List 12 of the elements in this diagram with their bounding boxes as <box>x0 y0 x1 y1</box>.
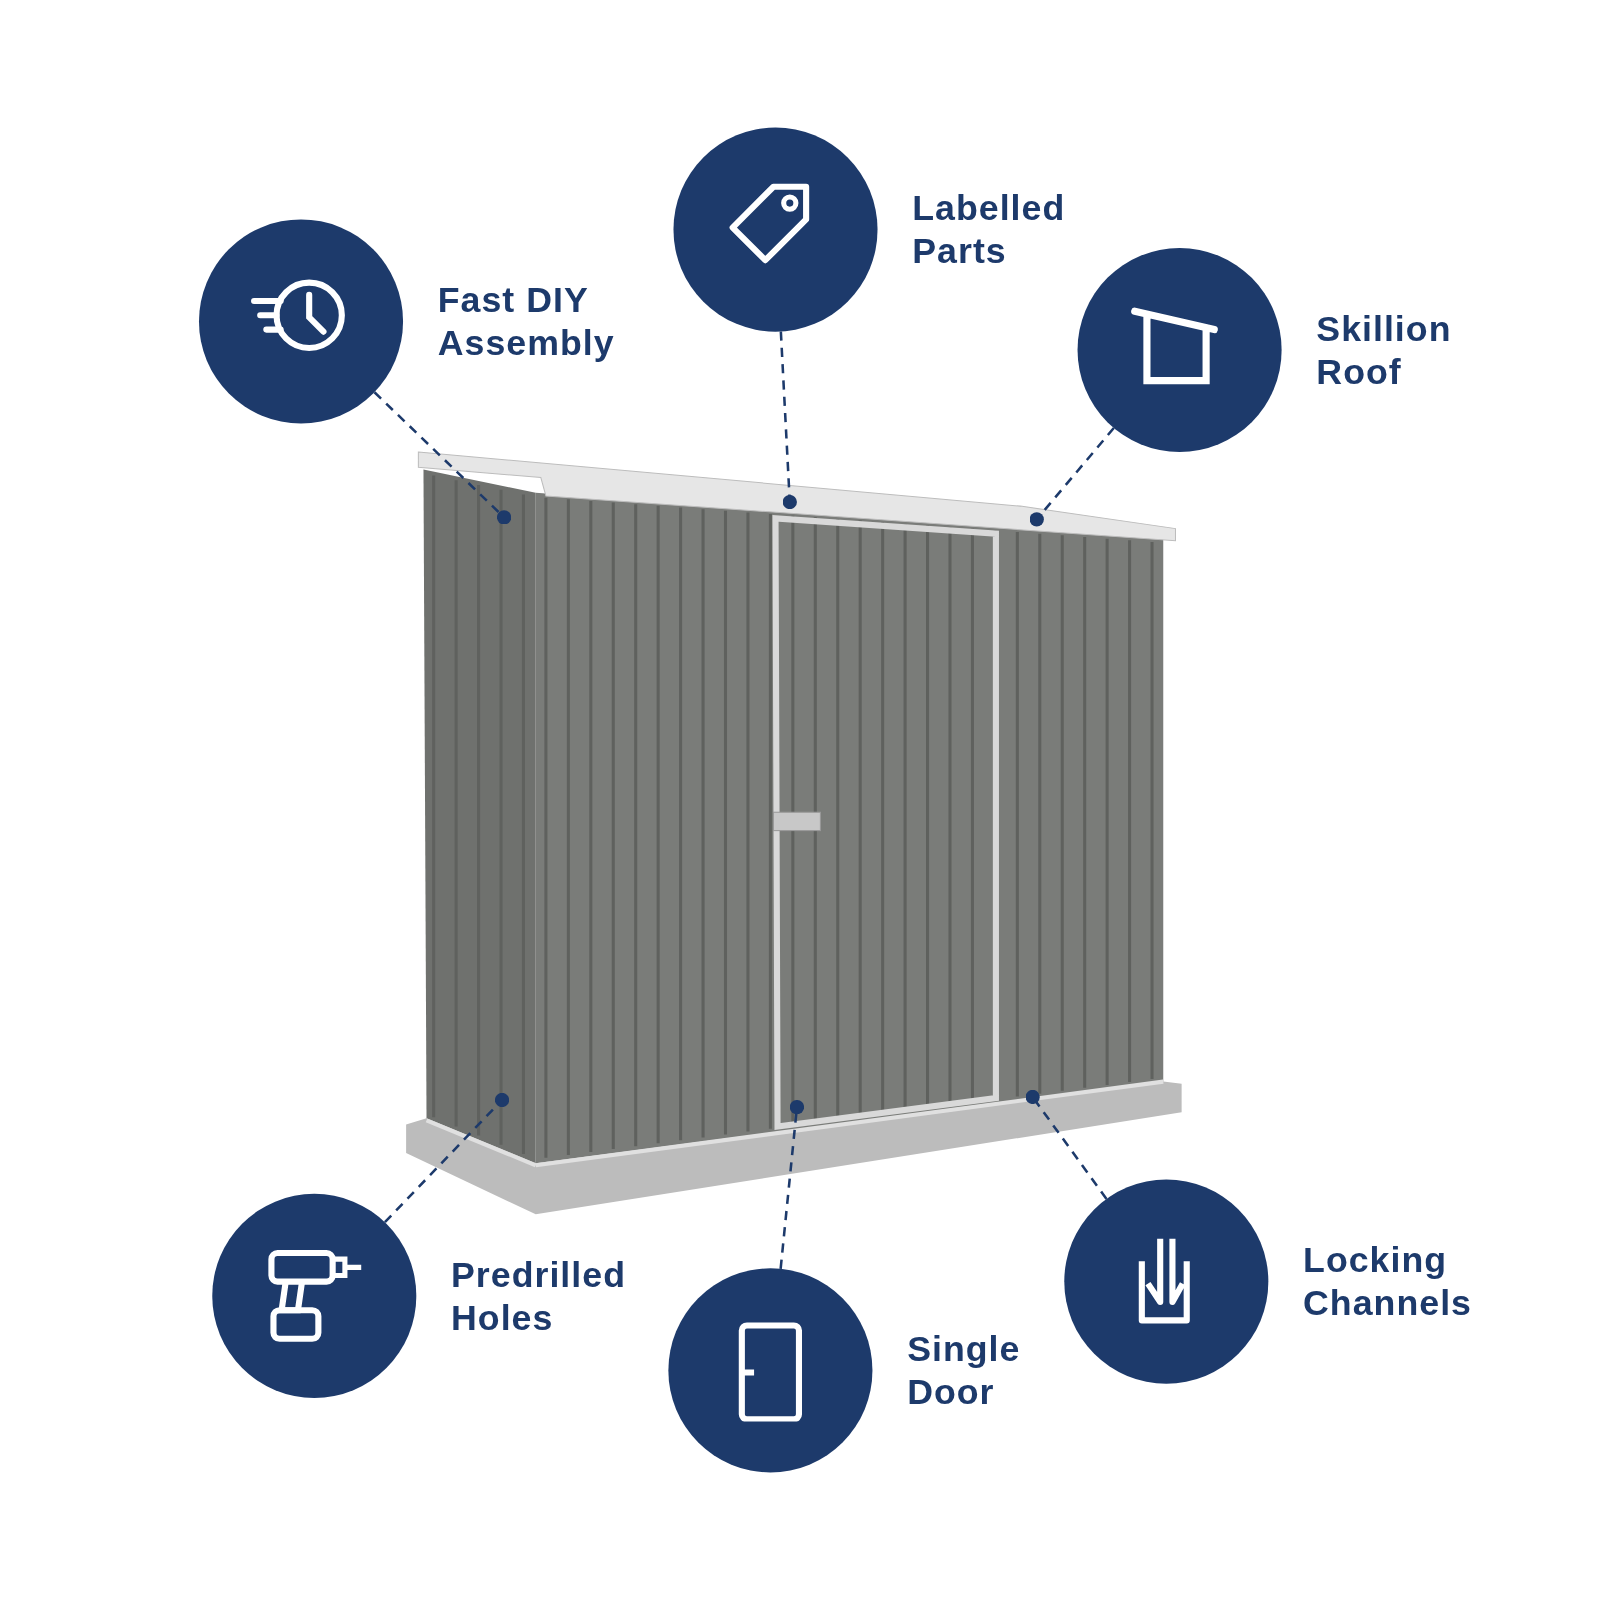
feature-label: Predrilled Holes <box>451 1253 627 1339</box>
leader-line <box>383 1092 510 1224</box>
feature-label: Single Door <box>907 1327 1022 1414</box>
leader-line <box>1025 1089 1108 1200</box>
feature-label: Labelled Parts <box>912 186 1067 273</box>
feature-label: Fast DIY Assembly <box>437 278 616 365</box>
feature-label: Skillion Roof <box>1316 307 1453 393</box>
leader-line <box>779 1100 805 1269</box>
feature-label: Locking Channels <box>1303 1238 1473 1325</box>
leader-line <box>1029 427 1115 527</box>
leader-line <box>779 331 797 510</box>
leader-line <box>373 391 512 525</box>
